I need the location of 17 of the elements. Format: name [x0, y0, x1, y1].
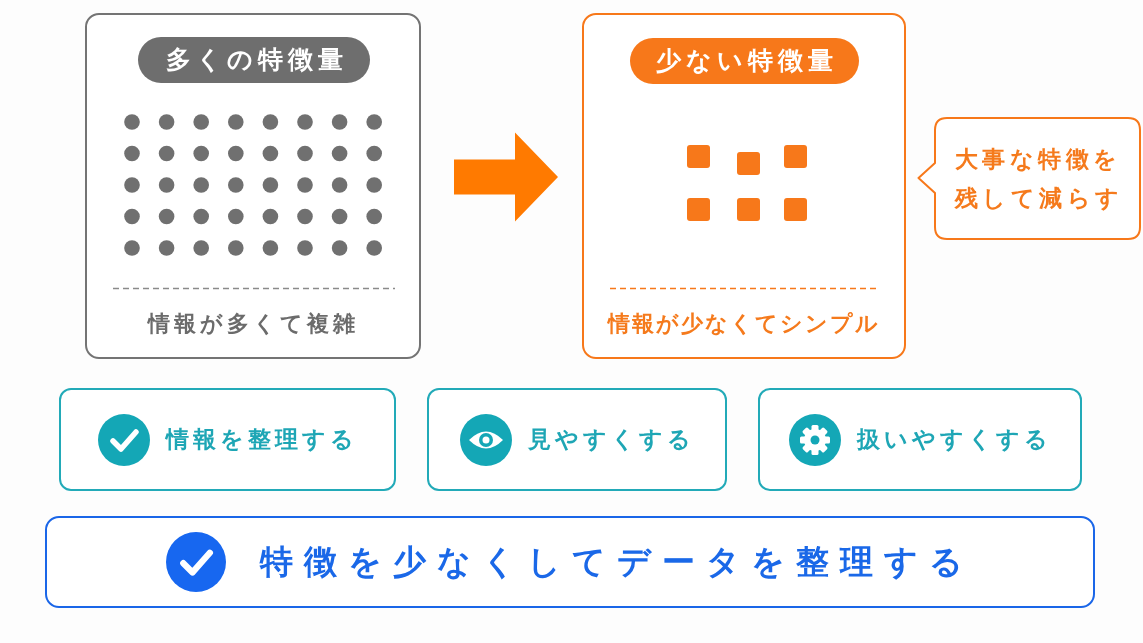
heading-pill: 少ない特徴量 [630, 38, 859, 84]
summary-banner [45, 516, 1095, 608]
feature-panel [582, 13, 906, 359]
banner-text: 特徴を少なくしてデータを整理する [260, 541, 974, 584]
callout-text: 大事な特徴を残して減らす [953, 145, 1125, 213]
feature-panel [85, 13, 421, 359]
speech-bubble [916, 117, 1142, 241]
panel-caption: 情報が少なくてシンプル [608, 310, 880, 338]
card-label: 見やすくする [527, 425, 695, 455]
card-label: 情報を整理する [165, 425, 358, 455]
card-label: 扱いやすくする [856, 425, 1052, 455]
block-arrow [454, 132, 558, 222]
benefit-card [59, 388, 396, 491]
panel-caption: 情報が多くて複雑 [147, 310, 359, 338]
benefit-card [758, 388, 1082, 491]
benefit-card [427, 388, 727, 491]
heading-pill: 多くの特徴量 [138, 37, 370, 83]
